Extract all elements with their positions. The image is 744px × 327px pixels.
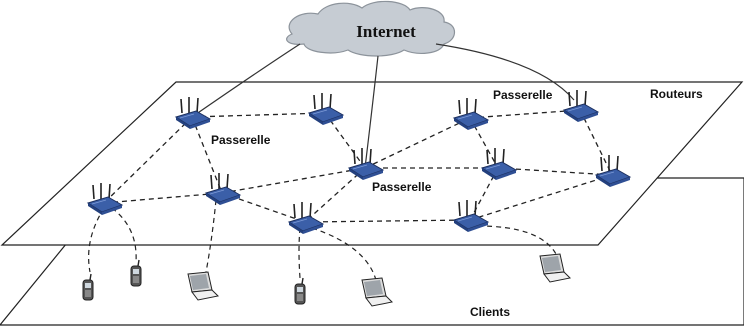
routers-plane-label: Routeurs — [650, 87, 703, 101]
internet-label: Internet — [356, 22, 416, 41]
clients-plane-label: Clients — [470, 305, 510, 319]
gateway-label: Passerelle — [372, 180, 432, 194]
gateway-label: Passerelle — [493, 88, 553, 102]
internet-link — [191, 43, 301, 118]
internet-link — [435, 43, 575, 101]
internet-cloud: Internet — [286, 0, 456, 57]
internet-link — [364, 55, 379, 169]
mesh-links — [103, 109, 613, 223]
gateway-label: Passerelle — [211, 133, 271, 147]
internet-links — [191, 43, 575, 169]
